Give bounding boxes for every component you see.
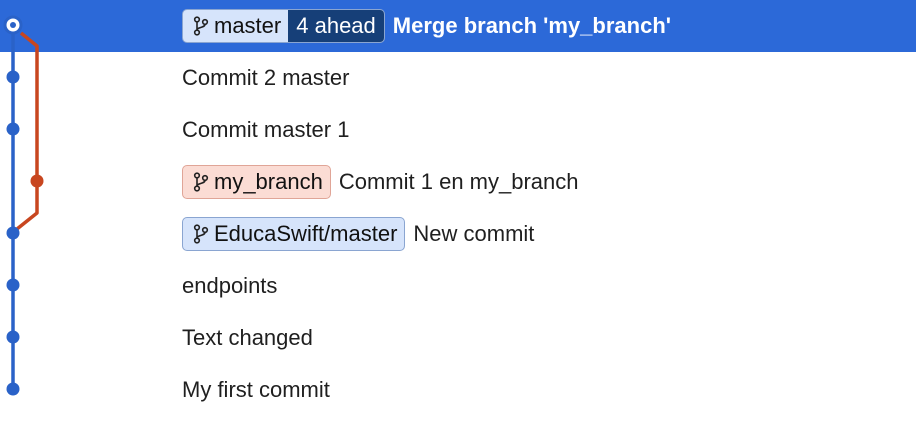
my-branch-line xyxy=(15,31,39,231)
commit-node-3[interactable] xyxy=(6,122,20,136)
commit-row[interactable]: Commit master 1 xyxy=(0,104,916,156)
branch-badge-master[interactable]: master 4 ahead xyxy=(182,9,385,43)
commit-message: Merge branch 'my_branch' xyxy=(392,13,671,38)
git-branch-icon xyxy=(193,172,209,192)
branch-badge-label: my_branch xyxy=(183,166,330,198)
commit-node-7[interactable] xyxy=(6,330,20,344)
commit-message: My first commit xyxy=(182,377,330,402)
branch-badge-my-branch[interactable]: my_branch xyxy=(182,165,331,199)
commit-node-6[interactable] xyxy=(6,278,20,292)
commit-node-4[interactable] xyxy=(30,174,44,188)
commit-row-selected[interactable]: master 4 ahead Merge branch 'my_branch' xyxy=(0,0,916,52)
commit-row[interactable]: EducaSwift/master New commit xyxy=(0,208,916,260)
commit-row[interactable]: My first commit xyxy=(0,364,916,416)
commit-message: Commit master 1 xyxy=(182,117,350,142)
commit-row[interactable]: my_branch Commit 1 en my_branch xyxy=(0,156,916,208)
commit-message: Text changed xyxy=(182,325,313,350)
commit-message: Commit 2 master xyxy=(182,65,350,90)
commit-row[interactable]: Commit 2 master xyxy=(0,52,916,104)
branch-badge-label: EducaSwift/master xyxy=(183,218,404,250)
commit-row[interactable]: endpoints xyxy=(0,260,916,312)
git-branch-icon xyxy=(193,224,209,244)
branch-badge-remote-master[interactable]: EducaSwift/master xyxy=(182,217,406,251)
commit-row[interactable]: Text changed xyxy=(0,312,916,364)
branch-name: EducaSwift/master xyxy=(214,221,398,246)
commit-node-5[interactable] xyxy=(6,226,20,240)
commit-node-8[interactable] xyxy=(6,382,20,396)
git-branch-icon xyxy=(193,16,209,36)
commit-graph xyxy=(3,15,44,396)
commit-node-2[interactable] xyxy=(6,70,20,84)
ahead-count-badge: 4 ahead xyxy=(288,10,384,42)
commit-message: Commit 1 en my_branch xyxy=(338,169,579,194)
branch-badge-label: master xyxy=(183,10,288,42)
commit-message: New commit xyxy=(413,221,535,246)
branch-name: my_branch xyxy=(214,169,323,194)
head-commit-node-center xyxy=(10,22,16,28)
branch-name: master xyxy=(214,13,282,38)
commit-message: endpoints xyxy=(182,273,278,298)
